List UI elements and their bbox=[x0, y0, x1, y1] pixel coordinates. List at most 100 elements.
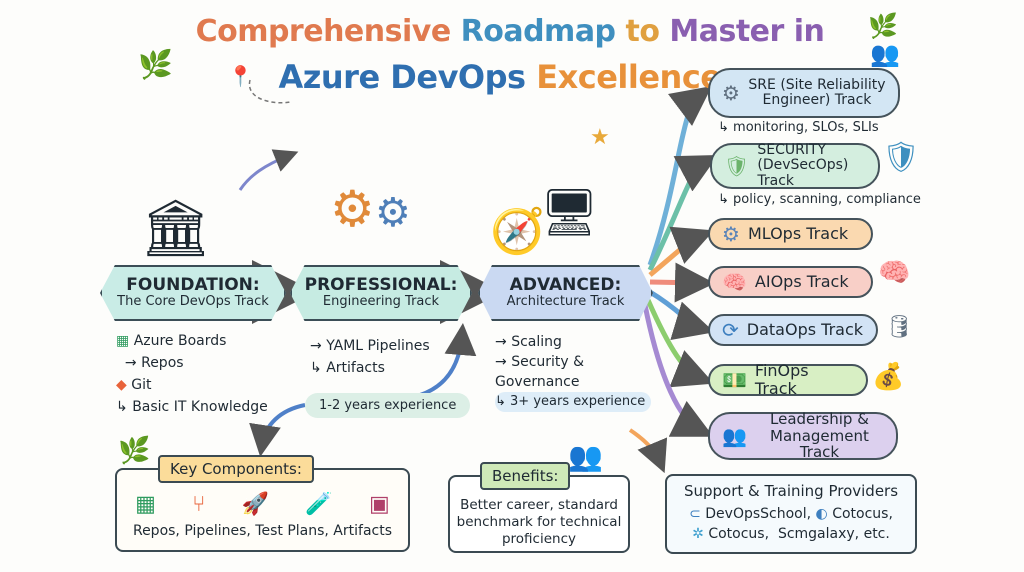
track-label: AIOps Track bbox=[754, 272, 849, 292]
track-label: SRE (Site Reliability Engineer) Track bbox=[748, 76, 886, 108]
arrow-to-key-components bbox=[249, 403, 306, 457]
leaf-icon: 🌿 bbox=[138, 48, 173, 81]
item-label: Azure Boards bbox=[133, 333, 227, 349]
benefits-label: Benefits: bbox=[480, 462, 571, 490]
track-aiops[interactable]: 🧠 AIOps Track bbox=[708, 266, 873, 298]
item-label: Scaling bbox=[511, 334, 562, 350]
stage-foundation[interactable]: FOUNDATION: The Core DevOps Track bbox=[100, 265, 286, 321]
database-icon: 🛢 bbox=[885, 315, 913, 340]
money-bag-icon: 💰 bbox=[872, 362, 905, 392]
advanced-items: → Scaling → Security & Governance ↳ 3+ y… bbox=[495, 332, 652, 412]
track-dataops[interactable]: ⟳DataOps Track bbox=[708, 314, 878, 346]
stage-title: FOUNDATION: bbox=[126, 274, 260, 295]
list-item: → Security & Governance bbox=[495, 354, 585, 390]
arrow-to-security bbox=[647, 154, 719, 272]
star-icon: ★ bbox=[590, 125, 610, 150]
stage-professional[interactable]: PROFESSIONAL: Engineering Track bbox=[290, 265, 472, 321]
list-item: ↳ 3+ years experience bbox=[495, 392, 652, 412]
leaf-icon: 🌿 bbox=[868, 12, 898, 40]
track-mlops[interactable]: ⚙MLOps Track bbox=[708, 218, 873, 250]
blueprint-icon: 🖥 bbox=[540, 185, 599, 239]
arrow-to-finops bbox=[645, 298, 714, 388]
devopsschool-logo-icon: ⊂ bbox=[689, 506, 701, 522]
artifacts-icon: ▣ bbox=[369, 492, 390, 517]
component-icons: ▦ ⑂ 🚀 🧪 ▣ bbox=[117, 492, 408, 518]
key-components-text: Repos, Pipelines, Test Plans, Artifacts bbox=[132, 523, 393, 539]
location-pin-icon: 📍 bbox=[228, 64, 253, 88]
arrow-to-aiops bbox=[649, 262, 715, 303]
stage-advanced[interactable]: ADVANCED: Architecture Track bbox=[478, 265, 653, 321]
provider: DevOpsSchool, bbox=[705, 506, 812, 522]
data-cycle-icon: ⟳ bbox=[722, 318, 739, 342]
title-line-1: Comprehensive Roadmap to Master in bbox=[150, 14, 870, 49]
list-item: → YAML Pipelines bbox=[310, 338, 430, 354]
benefits-text: Better career, standard benchmark for te… bbox=[456, 497, 622, 547]
stage-title: ADVANCED: bbox=[509, 274, 622, 295]
track-sub-text: policy, scanning, compliance bbox=[733, 192, 921, 207]
list-item: ↳ Artifacts bbox=[310, 360, 385, 376]
title-line-2: Azure DevOps Excellence bbox=[250, 58, 750, 96]
track-security[interactable]: 🛡 SECURITY (DevSecOps) Track bbox=[710, 141, 880, 189]
rocket-icon: 🚀 bbox=[241, 492, 270, 517]
team-icon: 👥 bbox=[722, 424, 747, 448]
building-icon: 🏛 bbox=[140, 196, 212, 261]
people-icon: 👥 bbox=[568, 440, 603, 473]
experience-badge: 3+ years experience bbox=[510, 394, 646, 409]
brain-icon: 🧠 bbox=[722, 270, 747, 294]
money-icon: 💵 bbox=[722, 368, 747, 392]
list-item: → Scaling bbox=[495, 334, 562, 350]
boards-icon: ▦ bbox=[116, 333, 130, 349]
leaf-icon: 🌿 bbox=[118, 436, 151, 466]
track-sre[interactable]: ⚙ SRE (Site Reliability Engineer) Track bbox=[708, 68, 900, 118]
track-leadership[interactable]: 👥 Leadership & Management Track bbox=[708, 410, 898, 462]
item-label: Security & Governance bbox=[495, 354, 585, 390]
benefits-box: Better career, standard benchmark for te… bbox=[448, 475, 630, 553]
shield-check-icon: 🛡 bbox=[724, 154, 750, 178]
list-item: → Repos bbox=[116, 355, 184, 371]
key-components-label: Key Components: bbox=[158, 455, 314, 483]
title-word: to bbox=[625, 14, 670, 49]
gears-icon: ⚙ bbox=[722, 222, 740, 246]
support-title: Support & Training Providers bbox=[683, 482, 899, 500]
list-item: ↳ Basic IT Knowledge bbox=[116, 399, 268, 415]
title-word: Roadmap bbox=[460, 14, 626, 49]
stage-subtitle: Architecture Track bbox=[506, 294, 625, 310]
arrow-decorative bbox=[238, 149, 299, 191]
title-word: Comprehensive bbox=[195, 14, 461, 49]
people-icon: 👥 bbox=[870, 40, 900, 68]
gears-icon: ⚙ bbox=[375, 190, 411, 236]
git-icon: ◆ bbox=[116, 377, 127, 393]
gauge-gear-icon: ⚙ bbox=[722, 81, 740, 105]
professional-items: → YAML Pipelines ↳ Artifacts bbox=[310, 335, 430, 379]
stage-subtitle: Engineering Track bbox=[322, 294, 440, 310]
arrow-to-professional bbox=[419, 323, 477, 397]
track-label: SECURITY (DevSecOps) Track bbox=[757, 141, 849, 189]
stage-title: PROFESSIONAL: bbox=[304, 274, 458, 295]
brain-icon: 🧠 bbox=[878, 258, 911, 288]
item-label: Basic IT Knowledge bbox=[132, 399, 268, 415]
track-label: FinOps Track bbox=[754, 361, 809, 398]
provider-row: ⊂ DevOpsSchool, ◐ Cotocus, bbox=[667, 506, 915, 522]
stage-subtitle: The Core DevOps Track bbox=[117, 294, 269, 310]
compass-icon: 🧭 bbox=[490, 206, 545, 257]
track-label: Leadership & Management Track bbox=[770, 410, 869, 462]
track-finops[interactable]: 💵 FinOps Track bbox=[708, 361, 868, 398]
arrow-to-support bbox=[628, 428, 668, 474]
list-item: ▦ Azure Boards bbox=[116, 330, 268, 352]
item-label: Repos bbox=[141, 355, 184, 371]
experience-badge: 1-2 years experience bbox=[305, 393, 471, 418]
provider: Cotocus, bbox=[708, 526, 770, 542]
track-sub-text: monitoring, SLOs, SLIs bbox=[733, 120, 879, 135]
arrow-to-sre bbox=[647, 85, 712, 266]
arrow-to-mlops bbox=[648, 226, 714, 277]
flask-icon: 🧪 bbox=[305, 492, 333, 517]
title-main: Azure DevOps bbox=[278, 58, 537, 96]
cotocus-network-icon: ✲ bbox=[692, 526, 704, 542]
provider: Cotocus, bbox=[832, 506, 893, 522]
cotocus-logo-icon: ◐ bbox=[815, 506, 828, 522]
title-accent: Excellence bbox=[536, 58, 722, 96]
gears-icon: ⚙ bbox=[330, 180, 375, 238]
foundation-items: ▦ Azure Boards → Repos ◆ Git ↳ Basic IT … bbox=[116, 330, 268, 418]
provider-row: ✲ Cotocus, Scmgalaxy, etc. bbox=[667, 526, 915, 542]
